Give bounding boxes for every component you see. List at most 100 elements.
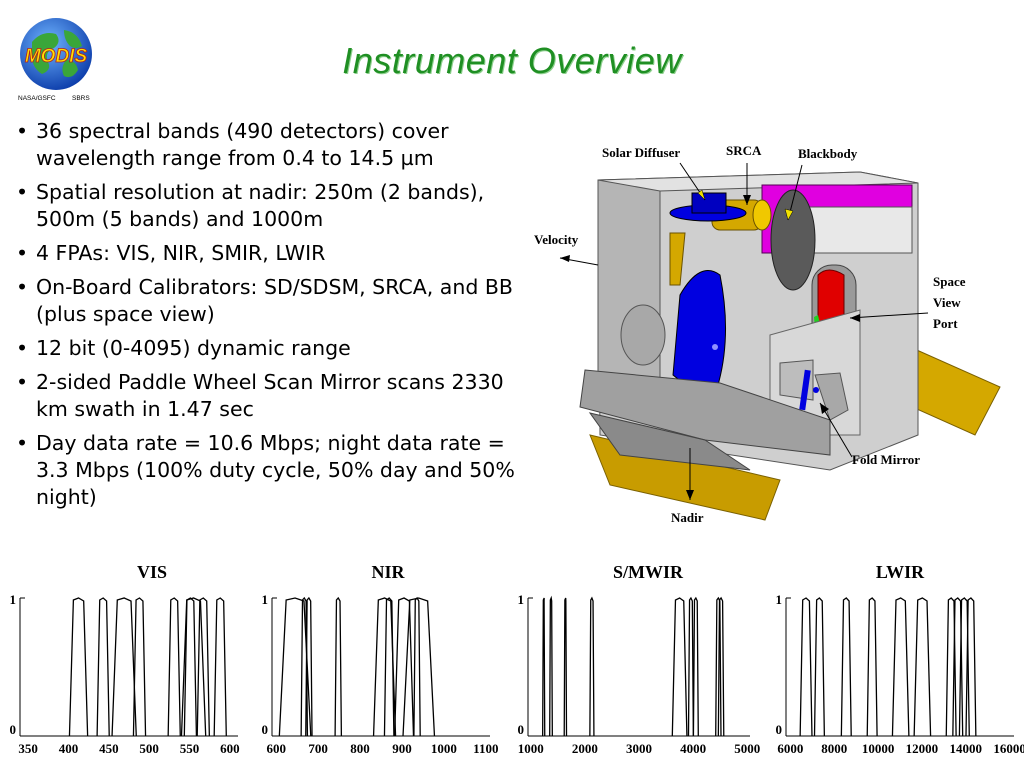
scan-mirror-pivot bbox=[712, 344, 718, 350]
label-space-view: View bbox=[933, 295, 961, 310]
band-response-curve bbox=[383, 597, 395, 737]
band-response-curve bbox=[840, 597, 852, 737]
band-response-curve bbox=[183, 597, 198, 737]
label-srca: SRCA bbox=[726, 143, 762, 158]
y-tick-label: 0 bbox=[10, 722, 17, 737]
x-tick-label: 800 bbox=[350, 741, 370, 756]
x-tick-label: 1000 bbox=[518, 741, 544, 756]
bullet-item: 12 bit (0-4095) dynamic range bbox=[14, 335, 539, 362]
band-response-curve bbox=[68, 597, 89, 737]
bullet-item: Spatial resolution at nadir: 250m (2 ban… bbox=[14, 179, 539, 233]
x-tick-label: 1000 bbox=[431, 741, 457, 756]
x-tick-label: 550 bbox=[180, 741, 200, 756]
x-tick-label: 4000 bbox=[680, 741, 706, 756]
x-tick-label: 14000 bbox=[950, 741, 983, 756]
x-tick-label: 12000 bbox=[906, 741, 939, 756]
label-blackbody: Blackbody bbox=[798, 146, 858, 161]
optics-block bbox=[814, 372, 849, 421]
slide-title: Instrument Overview bbox=[342, 40, 682, 81]
band-response-curve bbox=[717, 596, 725, 737]
continent-shape bbox=[32, 33, 59, 74]
logo-caption-left: NASA/GSFC bbox=[18, 95, 56, 102]
x-tick-label: 700 bbox=[308, 741, 328, 756]
x-tick-label: 8000 bbox=[821, 741, 847, 756]
label-space-view: Port bbox=[933, 316, 958, 331]
continent-shape bbox=[64, 30, 82, 48]
x-tick-label: 350 bbox=[18, 741, 38, 756]
arrow-head bbox=[784, 208, 794, 221]
x-tick-label: 1100 bbox=[473, 741, 498, 756]
band-response-curve bbox=[305, 596, 313, 737]
band-response-curve bbox=[402, 597, 436, 737]
bullet-list: 36 spectral bands (490 detectors) cover … bbox=[14, 118, 539, 518]
y-tick-label: 1 bbox=[262, 592, 269, 607]
y-tick-label: 1 bbox=[776, 592, 783, 607]
chart-title: VIS bbox=[137, 562, 167, 582]
bullet-item: 4 FPAs: VIS, NIR, SMIR, LWIR bbox=[14, 240, 539, 267]
arrow-heads bbox=[560, 189, 860, 500]
arrow-head bbox=[743, 195, 751, 205]
label-space-view: Space bbox=[933, 274, 966, 289]
band-response-curve bbox=[715, 596, 722, 737]
band-response-curve bbox=[196, 597, 210, 737]
band-response-curve bbox=[96, 597, 110, 737]
x-tick-label: 10000 bbox=[862, 741, 895, 756]
bullet-item: 2-sided Paddle Wheel Scan Mirror scans 2… bbox=[14, 369, 539, 423]
bottom-flange-shadow bbox=[588, 412, 751, 471]
band-response-curve bbox=[891, 597, 910, 737]
band-response-curve bbox=[687, 596, 695, 737]
blackbody bbox=[770, 189, 816, 291]
band-response-curve bbox=[549, 595, 553, 737]
modis-logo: MODIS NASA/GSFC SBRS bbox=[18, 18, 92, 102]
label-fold-mirror: Fold Mirror bbox=[852, 452, 920, 467]
y-tick-label: 0 bbox=[262, 722, 269, 737]
bullet-item: Day data rate = 10.6 Mbps; night data ra… bbox=[14, 430, 539, 511]
band-response-curve bbox=[866, 597, 878, 737]
band-response-curve bbox=[563, 597, 568, 737]
continent-shape bbox=[62, 60, 78, 78]
x-tick-label: 600 bbox=[266, 741, 286, 756]
band-response-curve bbox=[813, 597, 826, 737]
arrow-head bbox=[820, 403, 829, 414]
x-tick-label: 3000 bbox=[626, 741, 652, 756]
y-tick-label: 0 bbox=[518, 722, 525, 737]
x-tick-label: 16000 bbox=[993, 741, 1024, 756]
x-tick-label: 6000 bbox=[777, 741, 803, 756]
band-response-curve bbox=[692, 596, 699, 737]
bullet-item: 36 spectral bands (490 detectors) cover … bbox=[14, 118, 539, 172]
arrow-head bbox=[850, 314, 860, 322]
band-response-curve bbox=[393, 597, 415, 737]
srca-aperture bbox=[752, 199, 772, 231]
label-solar-diffuser: Solar Diffuser bbox=[602, 145, 680, 160]
x-tick-label: 900 bbox=[392, 741, 412, 756]
chart-title: NIR bbox=[371, 562, 405, 582]
x-tick-label: 400 bbox=[59, 741, 79, 756]
x-tick-label: 500 bbox=[139, 741, 159, 756]
x-tick-label: 5000 bbox=[734, 741, 760, 756]
arrow-head bbox=[560, 255, 570, 262]
side-port bbox=[620, 304, 666, 366]
bullet-item: On-Board Calibrators: SD/SDSM, SRCA, and… bbox=[14, 274, 539, 328]
arrow-head bbox=[697, 189, 706, 201]
band-response-curve bbox=[167, 597, 181, 737]
fold-mirror bbox=[799, 369, 811, 411]
chart-title: S/MWIR bbox=[613, 562, 684, 582]
band-response-curve bbox=[799, 597, 813, 737]
diffuser-screen bbox=[669, 232, 686, 286]
band-response-curve bbox=[132, 597, 147, 737]
bottom-flange bbox=[579, 369, 831, 456]
housing-top-face bbox=[597, 171, 919, 192]
band-response-curve bbox=[213, 597, 227, 737]
band-response-curve bbox=[413, 596, 421, 737]
x-tick-label: 2000 bbox=[572, 741, 598, 756]
instrument-diagram: Solar Diffuser SRCA Blackbody Velocity S… bbox=[534, 143, 1001, 525]
logo-caption-right: SBRS bbox=[72, 95, 90, 102]
optics-dot bbox=[813, 387, 819, 393]
y-tick-label: 1 bbox=[10, 592, 17, 607]
band-response-curve bbox=[589, 596, 595, 737]
label-nadir: Nadir bbox=[671, 510, 704, 525]
x-tick-label: 600 bbox=[220, 741, 240, 756]
band-response-curve bbox=[671, 597, 688, 737]
band-response-curve bbox=[111, 597, 137, 737]
